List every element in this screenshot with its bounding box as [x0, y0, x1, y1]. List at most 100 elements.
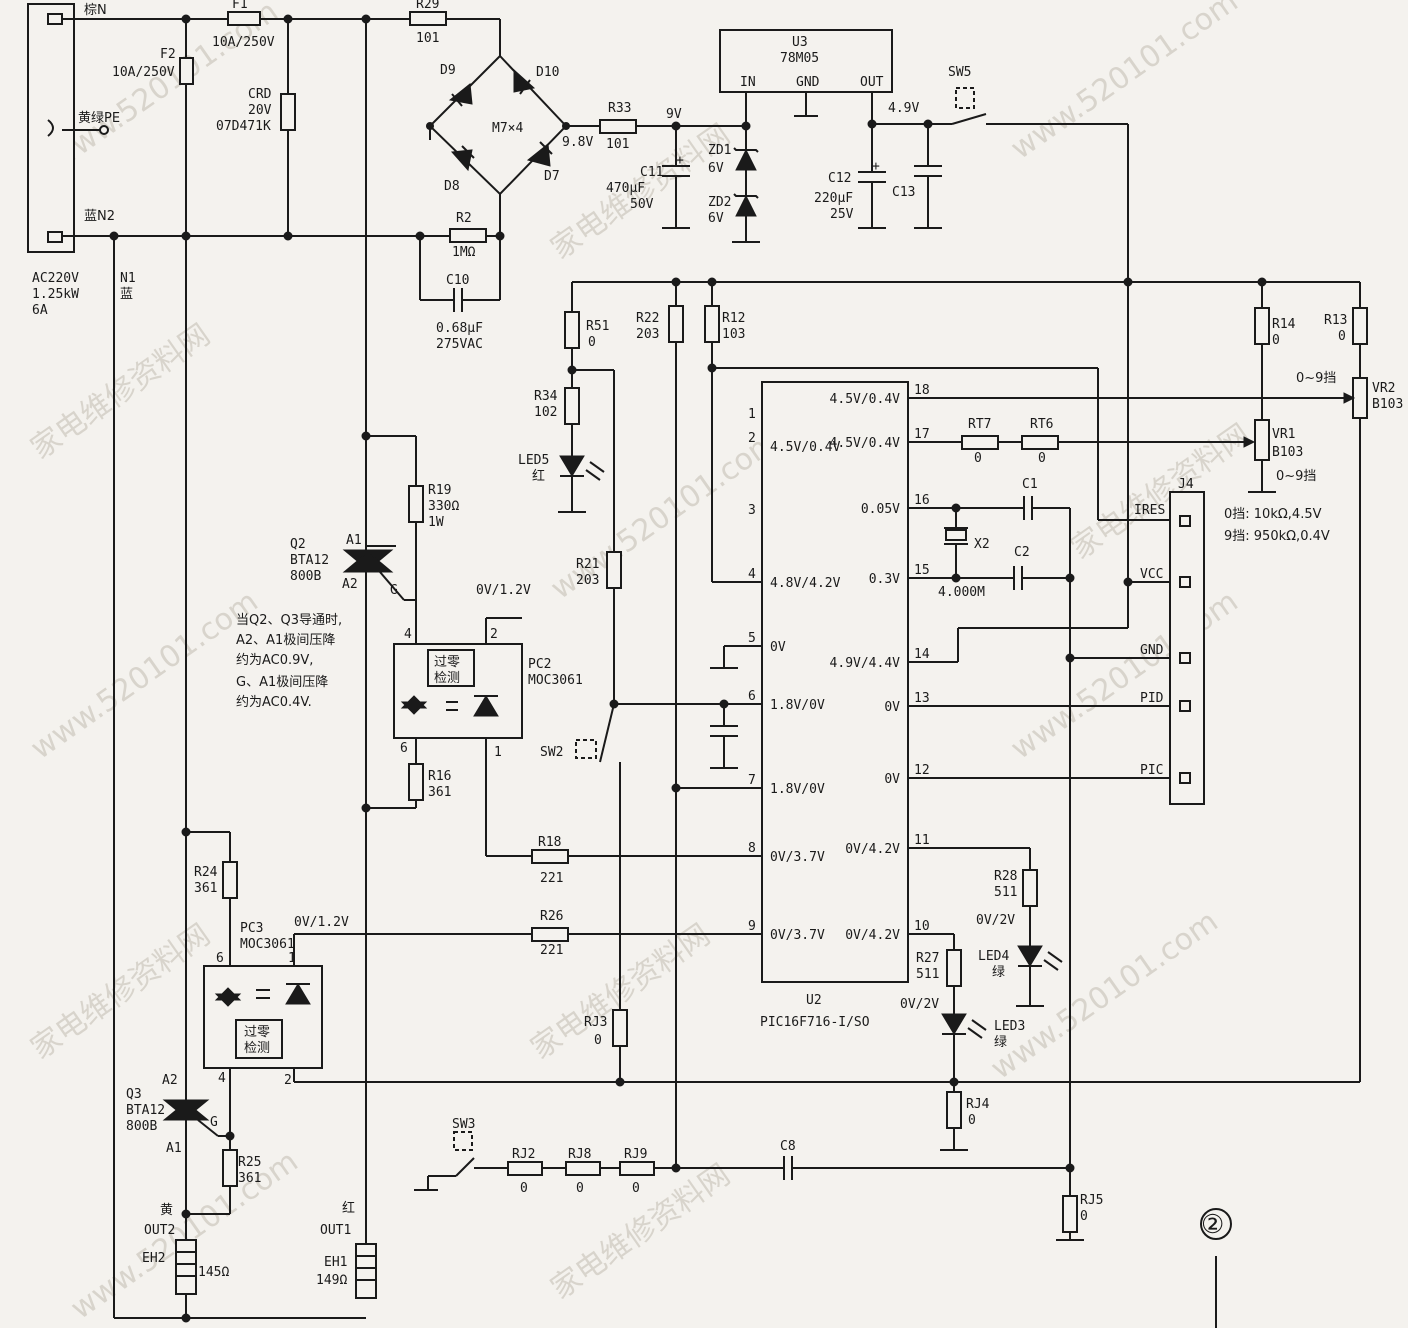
label-r28-val: 511 — [994, 885, 1017, 900]
label-rj5: RJ5 — [1080, 1193, 1103, 1208]
resistor-r19 — [408, 485, 424, 523]
u2-pin-label: 0V — [884, 772, 900, 787]
label-red: 红 — [342, 1200, 355, 1216]
label-gear0: 0挡: 10kΩ,4.5V — [1224, 507, 1322, 522]
plug-body — [27, 3, 75, 253]
resistor-rj9 — [619, 1161, 655, 1176]
varistor-crd — [280, 93, 296, 131]
label-vr2-range: 0~9挡 — [1296, 371, 1336, 386]
label-r33: R33 — [608, 101, 631, 116]
label-rj2: RJ2 — [512, 1147, 535, 1162]
label-q3-a1: A1 — [166, 1141, 182, 1156]
resistor-rj8 — [565, 1161, 601, 1176]
label-yellow: 黄 — [160, 1203, 173, 1218]
label-r29: R29 — [416, 0, 439, 12]
u2-pin-number: 5 — [748, 631, 756, 646]
label-r51: R51 — [586, 319, 609, 334]
label-c1: C1 — [1022, 477, 1038, 492]
label-c13: C13 — [892, 185, 915, 200]
opto-led — [473, 695, 499, 717]
u2-right-wiring — [908, 392, 1356, 1200]
u2-pin-number: 8 — [748, 841, 756, 856]
watermark-text: 家电维修资料网 — [1065, 417, 1257, 566]
page-number: ② — [1201, 1210, 1224, 1240]
label-r13-val: 0 — [1338, 329, 1346, 344]
switch-sw3[interactable] — [455, 1157, 475, 1177]
label-led3-v: 0V/2V — [900, 997, 939, 1012]
label-x2: X2 — [974, 537, 990, 552]
label-u3-gnd: GND — [796, 75, 820, 90]
page-number-circle — [1200, 1208, 1232, 1240]
label-c10-v1: 0.68μF — [436, 321, 483, 336]
label-rj8: RJ8 — [568, 1147, 591, 1162]
j4-pin-pic — [1179, 772, 1191, 784]
label-r13: R13 — [1324, 313, 1347, 328]
label-rj2-val: 0 — [520, 1181, 528, 1196]
zero-cross-block — [235, 1019, 283, 1059]
resistor-r29 — [409, 11, 447, 26]
label-n1: N1 — [120, 271, 136, 286]
switch-sw5[interactable] — [951, 113, 987, 125]
label-c11-v1: 470μF — [606, 181, 645, 196]
label-eh1: EH1 — [324, 1255, 347, 1270]
label-ac-voltage: AC220V — [32, 271, 79, 286]
label-r25: R25 — [238, 1155, 261, 1170]
u2-pin-number: 17 — [914, 427, 930, 442]
watermark-text: 家电维修资料网 — [545, 1157, 737, 1306]
label-ires: IRES — [1134, 503, 1165, 518]
u2-left-wiring — [294, 551, 762, 1087]
label-pc3-v: 0V/1.2V — [294, 915, 349, 930]
j4-pin-gnd — [1179, 652, 1191, 664]
label-f1: F1 — [232, 0, 248, 12]
resistor-r33 — [599, 119, 637, 134]
u2-pin-label: 0.3V — [869, 572, 900, 587]
label-led4: LED4 — [978, 949, 1009, 964]
label-r24-val: 361 — [194, 881, 217, 896]
label-zd2-val: 6V — [708, 211, 724, 226]
u2-pin-label: 0V/3.7V — [770, 928, 825, 943]
label-r2-val: 1MΩ — [452, 245, 476, 260]
u2-pin-number: 13 — [914, 691, 930, 706]
label-led3-color: 绿 — [994, 1035, 1007, 1050]
plug-pin-l — [47, 13, 63, 25]
label-c2: C2 — [1014, 545, 1030, 560]
label-rj9-val: 0 — [632, 1181, 640, 1196]
pc2-pin1: 1 — [494, 745, 502, 760]
j4-pin-ires — [1179, 515, 1191, 527]
diode-d7 — [526, 143, 551, 167]
resistor-r2 — [449, 228, 487, 243]
label-rj4-val: 0 — [968, 1113, 976, 1128]
fuse-f1 — [227, 11, 261, 26]
u2-pin-label: 4.5V/0.4V — [830, 436, 901, 451]
label-r27: R27 — [916, 951, 939, 966]
note-line2: A2、A1极间压降 — [236, 633, 335, 648]
label-r29-val: 101 — [416, 31, 439, 46]
label-c11-v2: 50V — [630, 197, 654, 212]
u2-pin-number: 2 — [748, 431, 756, 446]
label-pic: PIC — [1140, 763, 1163, 778]
label-rt7-val: 0 — [974, 451, 982, 466]
regulator-section: + + — [599, 29, 1129, 616]
j4-pin-vcc — [1179, 576, 1191, 588]
pot-vr1[interactable] — [1254, 419, 1270, 461]
label-out2: OUT2 — [144, 1223, 175, 1238]
mains-wiring — [62, 11, 505, 1319]
u2-pin-number: 14 — [914, 647, 930, 662]
resistor-rt7 — [961, 435, 999, 450]
label-d10: D10 — [536, 65, 559, 80]
label-r22-val: 203 — [636, 327, 659, 342]
resistor-r34 — [564, 387, 580, 425]
label-r16-val: 361 — [428, 785, 451, 800]
resistor-r22 — [668, 305, 684, 343]
plus-sign: + — [872, 159, 880, 174]
label-r19-v1: 330Ω — [428, 499, 459, 514]
resistor-r26 — [531, 927, 569, 942]
led-led3 — [941, 1013, 967, 1035]
crystal-x2 — [945, 529, 967, 541]
label-4v9: 4.9V — [888, 101, 919, 116]
switch-sw2[interactable] — [599, 703, 615, 763]
label-rt6-val: 0 — [1038, 451, 1046, 466]
watermark-text: 家电维修资料网 — [25, 917, 217, 1066]
label-u3: U3 — [792, 35, 808, 50]
label-vr1-val: B103 — [1272, 445, 1303, 460]
